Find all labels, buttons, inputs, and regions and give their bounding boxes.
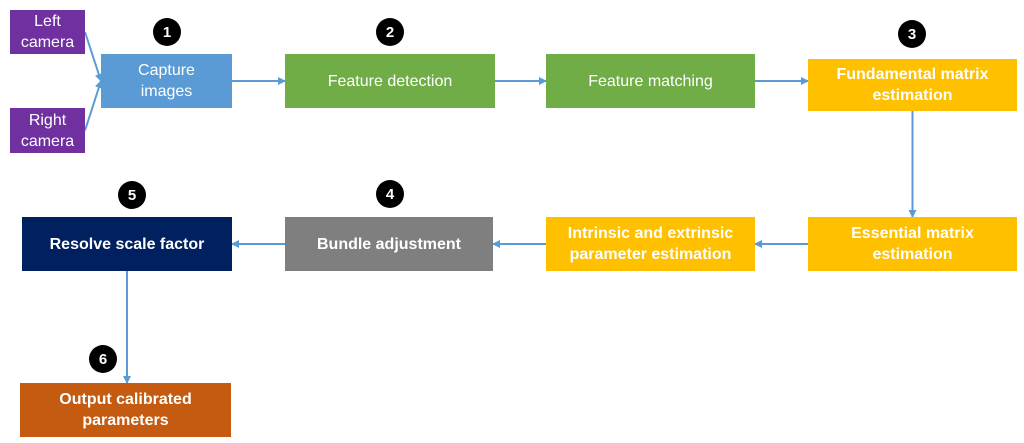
step-badge-6: 6 bbox=[89, 345, 117, 373]
step-badge-1: 1 bbox=[153, 18, 181, 46]
fundamental-matrix-estimation-box: Fundamental matrix estimation bbox=[808, 59, 1017, 111]
step-badge-4: 4 bbox=[376, 180, 404, 208]
step-badge-2: 2 bbox=[376, 18, 404, 46]
right-camera-box: Right camera bbox=[10, 108, 85, 153]
feature-matching-box: Feature matching bbox=[546, 54, 755, 108]
essential-matrix-estimation-box: Essential matrix estimation bbox=[808, 217, 1017, 271]
step-badge-5: 5 bbox=[118, 181, 146, 209]
output-calibrated-parameters-box: Output calibrated parameters bbox=[20, 383, 231, 437]
arrow-right-camera-to-capture-images bbox=[84, 80, 103, 131]
step-badge-3: 3 bbox=[898, 20, 926, 48]
bundle-adjustment-box: Bundle adjustment bbox=[285, 217, 493, 271]
left-camera-box: Left camera bbox=[10, 10, 85, 54]
capture-images-box: Capture images bbox=[101, 54, 232, 108]
resolve-scale-factor-box: Resolve scale factor bbox=[22, 217, 232, 271]
parameter-estimation-box: Intrinsic and extrinsic parameter estima… bbox=[546, 217, 755, 271]
feature-detection-box: Feature detection bbox=[285, 54, 495, 108]
arrow-left-camera-to-capture-images bbox=[84, 31, 103, 82]
